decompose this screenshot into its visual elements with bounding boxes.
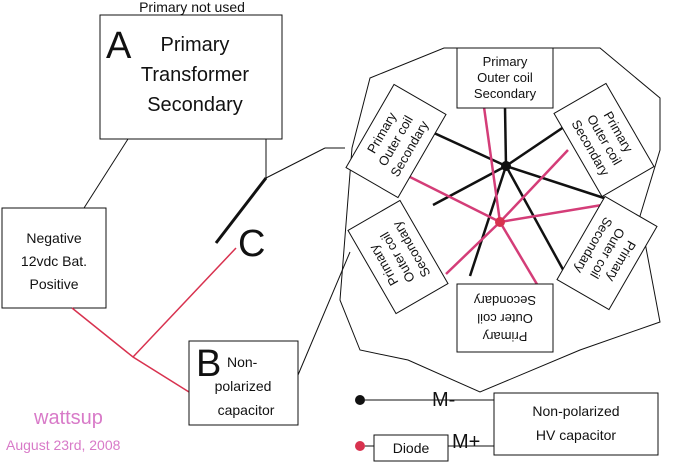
battery-box	[1, 207, 107, 309]
hv-capacitor-box	[493, 392, 659, 456]
coil-bottom: Primary Outer coil Secondary	[456, 283, 554, 353]
wire-switch-coils	[265, 147, 326, 179]
coil-top-right: Primary Outer coil Secondary	[553, 82, 655, 198]
wire-b-coil-left	[297, 251, 351, 376]
box-a-letter: A	[106, 25, 132, 67]
box-a-transformer	[99, 14, 283, 140]
box-b-line1: Non-	[227, 354, 258, 370]
coil-right: Primary Outer coil Secondary	[556, 195, 658, 311]
hv-line1: Non-polarized	[532, 403, 619, 419]
legend-diode: Diode	[393, 440, 430, 456]
hub-red-node	[495, 217, 505, 227]
wire-red-switch	[132, 247, 237, 358]
coil-top-left: Primary Outer coil Secondary	[345, 83, 447, 199]
coil-bottom-line3: Secondary	[473, 293, 536, 308]
box-b-letter: B	[196, 343, 221, 385]
coil-bottom-line1: Primary	[482, 329, 527, 344]
legend-black-dot	[355, 395, 365, 405]
hub-black-node	[501, 161, 511, 171]
diode-box	[373, 434, 449, 462]
battery-line2: 12vdc Bat.	[21, 253, 87, 269]
box-a-line2: Transformer	[141, 64, 250, 86]
signature-date: August 23rd, 2008	[6, 437, 121, 453]
coil-top: Primary Outer coil Secondary	[456, 47, 554, 109]
legend-m-plus: M+	[452, 431, 480, 453]
legend-red-dot	[355, 441, 365, 451]
coil-bottom-line2: Outer coil	[477, 311, 533, 326]
switch-letter: C	[238, 223, 265, 265]
switch-arm	[214, 177, 268, 244]
coil-top-line1: Primary	[483, 54, 528, 69]
battery-line3: Positive	[29, 276, 78, 292]
box-b-capacitor	[188, 340, 299, 426]
legend: M- Diode M+ Non-polarized HV capacitor	[355, 389, 659, 462]
hv-line2: HV capacitor	[536, 427, 616, 443]
coil-left: Primary Outer coil Secondary	[347, 199, 449, 315]
coil-ring-outline	[339, 47, 661, 393]
coil-top-line2: Outer coil	[477, 70, 533, 85]
battery-line1: Negative	[26, 230, 81, 246]
box-b-line2: polarized	[215, 378, 272, 394]
primary-not-used-note: Primary not used	[139, 0, 245, 15]
signature-name: wattsup	[33, 407, 103, 429]
box-a-line3: Secondary	[147, 94, 243, 116]
legend-m-minus: M-	[432, 389, 455, 411]
box-b-line3: capacitor	[218, 402, 275, 418]
coil-top-line3: Secondary	[474, 86, 537, 101]
wire-red-battery	[71, 307, 190, 393]
box-a-line1: Primary	[161, 34, 230, 56]
wire-a-battery	[83, 138, 129, 209]
